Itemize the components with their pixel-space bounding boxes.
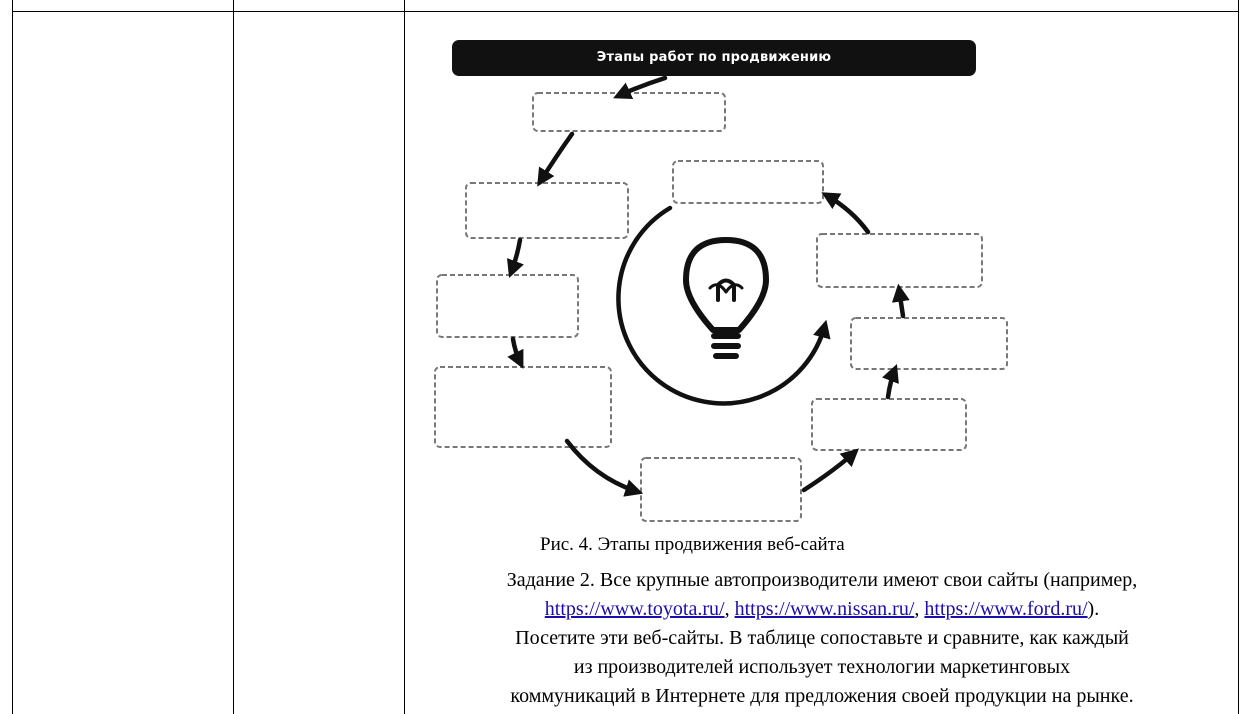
- table-cell-column-2: [233, 0, 405, 714]
- table-top-border: [12, 11, 1239, 12]
- table-cell-column-3: [404, 0, 1239, 714]
- flow-arrow-7: [882, 363, 899, 400]
- lightbulb-icon: [683, 237, 769, 359]
- stage-box-7: [850, 317, 1008, 370]
- line-end: ).: [1087, 598, 1100, 620]
- task-line-1: Задание 2. Все крупные автопроизводители…: [506, 569, 1138, 591]
- flow-arrow-8: [891, 283, 910, 319]
- cycle-arrow: [616, 205, 831, 406]
- separator: ,: [914, 598, 925, 620]
- stage-box-4: [434, 366, 612, 448]
- stage-box-9: [672, 160, 824, 204]
- table-cell-column-1: [12, 0, 234, 714]
- link-nissan[interactable]: https://www.nissan.ru/: [734, 598, 915, 620]
- flow-arrow-6: [801, 448, 860, 493]
- task-paragraph: Задание 2. Все крупные автопроизводители…: [406, 566, 1238, 711]
- task-line-2: https://www.toyota.ru/, https://www.niss…: [406, 595, 1238, 624]
- link-ford[interactable]: https://www.ford.ru/: [924, 598, 1088, 620]
- task-line-4: из производителей использует технологии …: [573, 656, 1071, 678]
- stage-box-1: [532, 92, 726, 132]
- flow-arrow-2: [537, 131, 575, 187]
- flow-arrow-1: [613, 75, 668, 99]
- stage-box-8: [816, 233, 983, 288]
- separator: ,: [724, 598, 735, 620]
- task-line-3: Посетите эти веб-сайты. В таблице сопост…: [515, 627, 1129, 649]
- stage-box-2: [465, 182, 629, 239]
- stage-box-3: [436, 274, 579, 338]
- flow-arrow-4: [507, 336, 524, 369]
- figure-banner-title: Этапы работ по продвижению: [452, 40, 976, 76]
- flow-arrow-5: [564, 438, 644, 497]
- stage-box-5: [640, 457, 802, 522]
- flow-arrow-3: [506, 237, 524, 279]
- flow-arrow-9: [821, 192, 871, 235]
- task-line-5: коммуникаций в Интернете для предложения…: [510, 685, 1134, 707]
- stage-box-6: [811, 398, 967, 451]
- promotion-stages-diagram: [434, 75, 1008, 522]
- figure-caption: Рис. 4. Этапы продвижения веб-сайта: [540, 534, 845, 555]
- link-toyota[interactable]: https://www.toyota.ru/: [544, 598, 725, 620]
